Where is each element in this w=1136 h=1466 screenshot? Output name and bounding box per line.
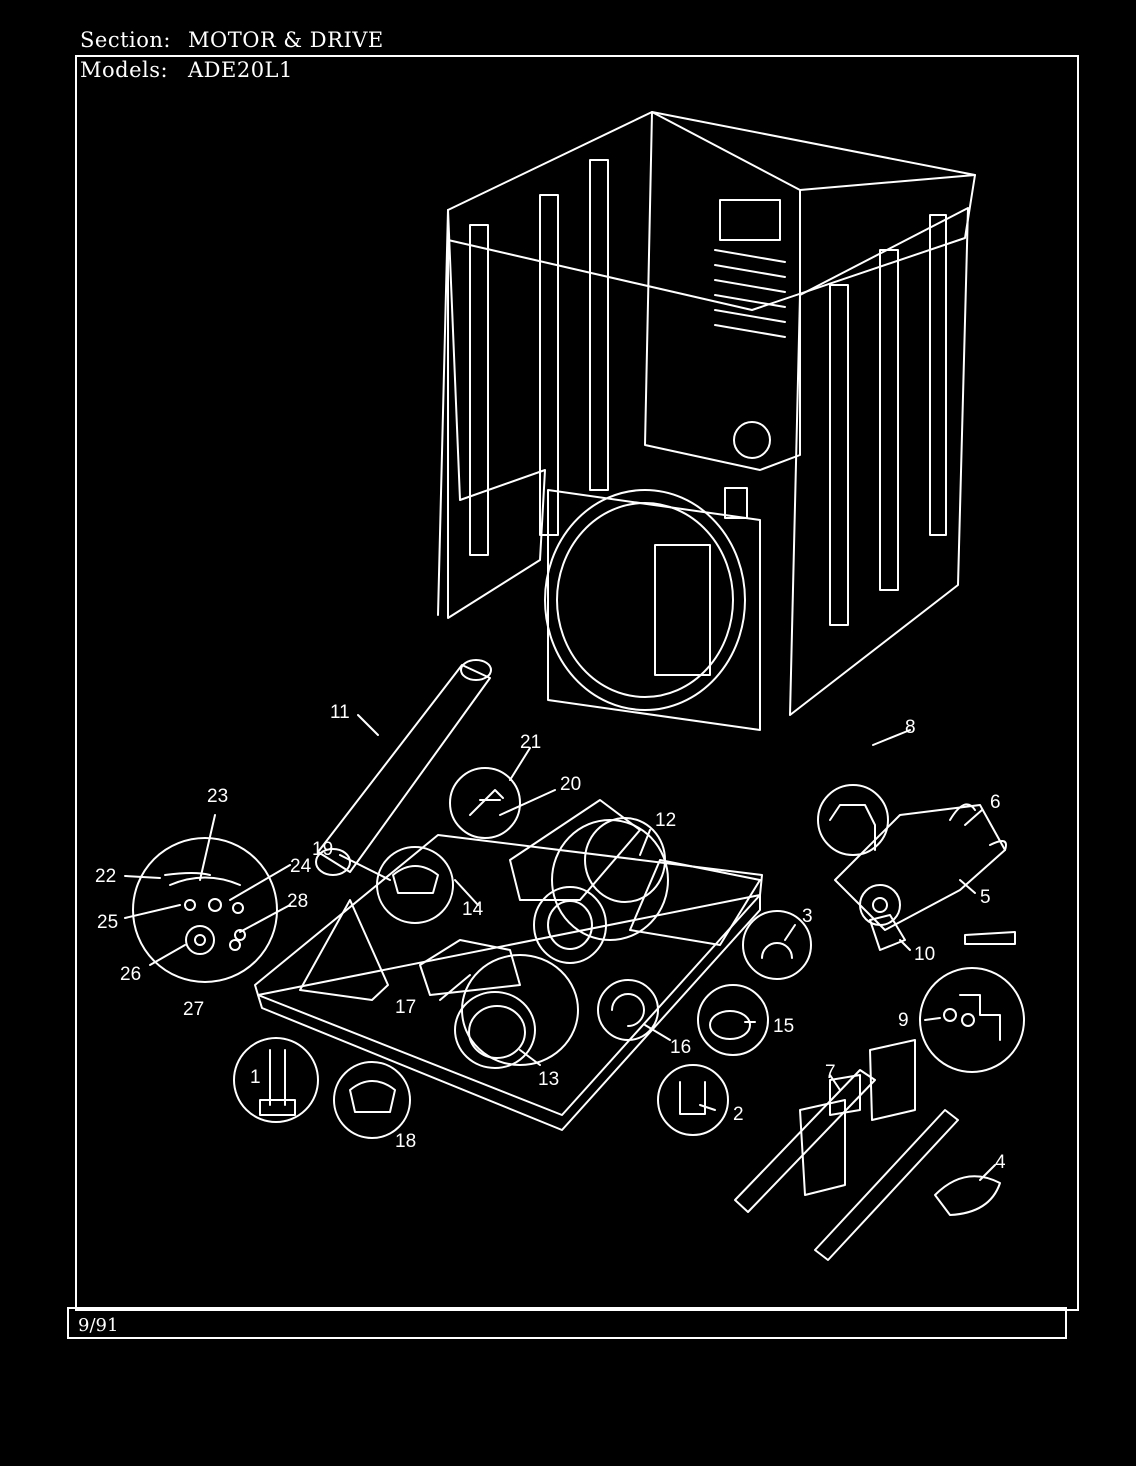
leader-lines bbox=[124, 714, 996, 1181]
callout-7: 7 bbox=[825, 1062, 836, 1083]
detail-21-20 bbox=[449, 767, 521, 839]
callout-1: 1 bbox=[250, 1067, 261, 1088]
revision-date: 9/91 bbox=[78, 1315, 119, 1336]
callout-12: 12 bbox=[655, 810, 676, 831]
diagram-frame bbox=[75, 55, 1079, 1311]
callout-28: 28 bbox=[287, 891, 308, 912]
callout-24: 24 bbox=[290, 856, 312, 877]
callout-17: 17 bbox=[395, 997, 416, 1018]
callout-11: 11 bbox=[330, 702, 350, 723]
models-value: ADE20L1 bbox=[188, 58, 293, 82]
detail-2 bbox=[657, 1064, 729, 1136]
part-10-pin bbox=[964, 931, 1016, 945]
detail-8 bbox=[817, 784, 889, 856]
callout-20: 20 bbox=[560, 774, 581, 795]
detail-19 bbox=[376, 846, 454, 924]
callout-4: 4 bbox=[995, 1152, 1006, 1173]
section-label: Section: bbox=[80, 28, 171, 52]
callout-14: 14 bbox=[462, 899, 484, 920]
callout-2: 2 bbox=[733, 1104, 744, 1125]
callout-labels: 1 2 3 4 5 6 7 8 9 10 11 12 13 14 15 16 1… bbox=[95, 702, 1006, 1173]
part-17-bracket bbox=[419, 939, 521, 996]
detail-9 bbox=[919, 967, 1025, 1073]
callout-13: 13 bbox=[538, 1069, 559, 1090]
cabinet bbox=[437, 111, 976, 731]
detail-18 bbox=[333, 1061, 411, 1139]
callout-27: 27 bbox=[183, 999, 204, 1020]
part-11-shaft bbox=[315, 659, 492, 876]
detail-1 bbox=[233, 1037, 319, 1123]
callout-25: 25 bbox=[97, 912, 118, 933]
callout-21: 21 bbox=[520, 732, 541, 753]
callout-23: 23 bbox=[207, 786, 228, 807]
detail-15 bbox=[697, 984, 769, 1056]
part-13-blower bbox=[454, 954, 579, 1069]
callout-15: 15 bbox=[773, 1016, 794, 1037]
callout-10: 10 bbox=[914, 944, 935, 965]
callout-19: 19 bbox=[312, 839, 333, 860]
part-5-motor bbox=[834, 803, 1007, 951]
callout-16: 16 bbox=[670, 1037, 691, 1058]
base-pan bbox=[254, 834, 763, 1131]
callout-26: 26 bbox=[120, 964, 141, 985]
models-label: Models: bbox=[80, 58, 169, 82]
callout-5: 5 bbox=[980, 887, 991, 908]
callout-8: 8 bbox=[905, 717, 916, 738]
detail-3 bbox=[742, 910, 812, 980]
footer-frame bbox=[67, 1307, 1067, 1339]
callout-9: 9 bbox=[898, 1010, 909, 1031]
part-4-clip bbox=[934, 1175, 1001, 1216]
callout-22: 22 bbox=[95, 866, 116, 887]
section-title: MOTOR & DRIVE bbox=[188, 28, 384, 52]
detail-22-28 bbox=[132, 837, 278, 983]
callout-6: 6 bbox=[990, 792, 1001, 813]
part-7-mount bbox=[734, 1039, 959, 1261]
part-12-motor bbox=[509, 799, 669, 964]
callout-3: 3 bbox=[802, 906, 813, 927]
detail-16 bbox=[597, 979, 659, 1041]
callout-18: 18 bbox=[395, 1131, 416, 1152]
